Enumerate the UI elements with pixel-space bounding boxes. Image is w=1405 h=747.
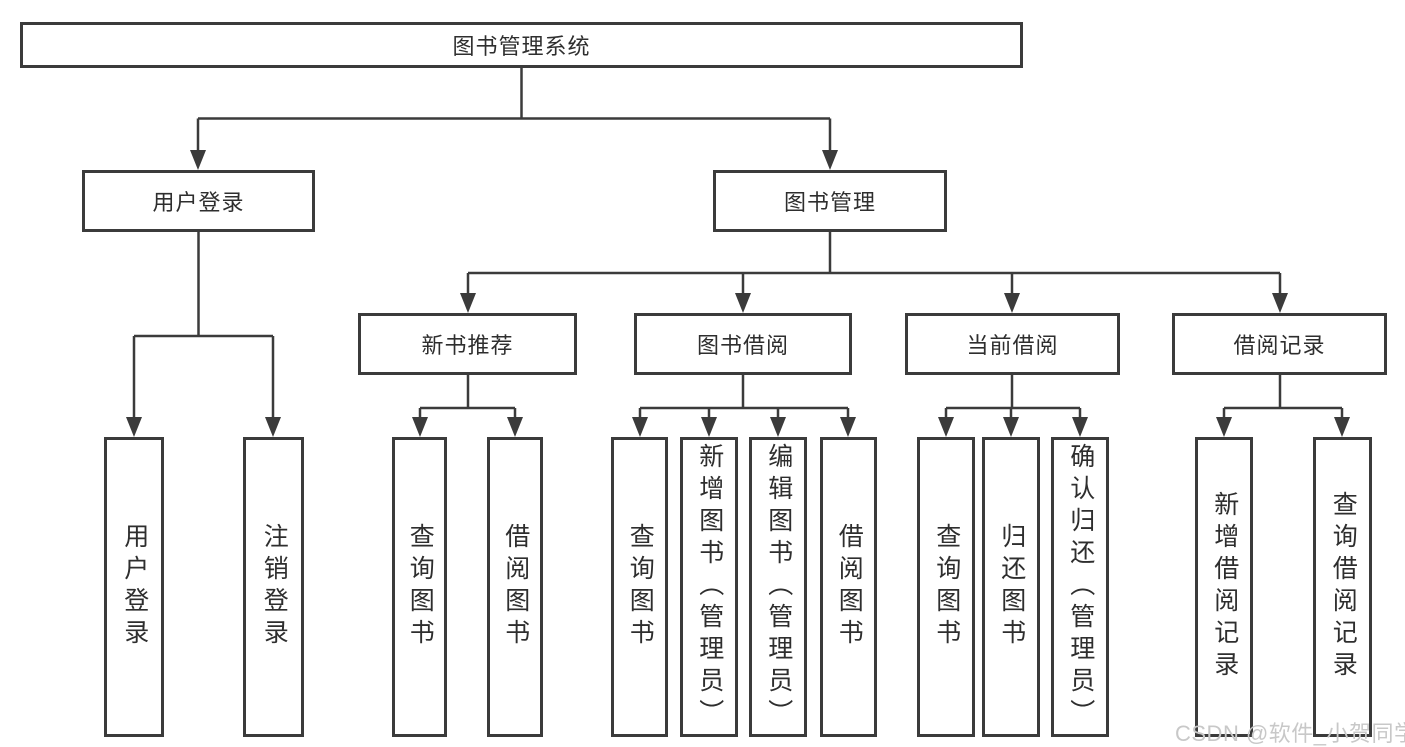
csdn-watermark: CSDN @软件_小贺同学 <box>1175 721 1405 746</box>
node-book-borrow-label: 图书借阅 <box>696 333 789 358</box>
node-borrow-records: 借阅记录 <box>1172 313 1387 375</box>
arrowhead-icon <box>460 293 476 313</box>
edge-current-borrow-to-leaves <box>938 375 1088 437</box>
node-book-management-label: 图书管理 <box>783 190 876 215</box>
leaf-return-books-label: 归还图书 <box>997 523 1026 651</box>
arrowhead-icon <box>1216 417 1232 437</box>
arrowhead-icon <box>126 417 142 437</box>
leaf-borrow-books-2-label: 借阅图书 <box>835 523 864 651</box>
arrowhead-icon <box>265 417 281 437</box>
leaf-query-books-1: 查询图书 <box>392 437 447 737</box>
leaf-logout: 注销登录 <box>243 437 304 737</box>
arrowhead-icon <box>938 417 954 437</box>
leaf-logout-label: 注销登录 <box>260 523 289 651</box>
arrowhead-icon <box>1004 293 1020 313</box>
leaf-confirm-return-admin: 确认归还（管理员） <box>1051 437 1109 737</box>
edge-root-to-level2 <box>190 68 838 170</box>
node-user-login: 用户登录 <box>82 170 315 232</box>
leaf-borrow-books-1-label: 借阅图书 <box>501 523 530 651</box>
leaf-confirm-return-admin-label: 确认归还（管理员） <box>1066 443 1095 731</box>
leaf-edit-books-admin-label: 编辑图书（管理员） <box>764 443 793 731</box>
node-book-management: 图书管理 <box>713 170 947 232</box>
leaf-add-books-admin: 新增图书（管理员） <box>680 437 738 737</box>
leaf-add-books-admin-label: 新增图书（管理员） <box>695 443 724 731</box>
node-new-book-recommend: 新书推荐 <box>358 313 577 375</box>
node-book-borrow: 图书借阅 <box>634 313 852 375</box>
arrowhead-icon <box>1003 417 1019 437</box>
leaf-query-books-3-label: 查询图书 <box>932 523 961 651</box>
leaf-borrow-books-2: 借阅图书 <box>820 437 877 737</box>
node-root: 图书管理系统 <box>20 22 1023 68</box>
leaf-query-borrow-record-label: 查询借阅记录 <box>1329 491 1358 683</box>
leaf-edit-books-admin: 编辑图书（管理员） <box>749 437 807 737</box>
leaf-add-borrow-record-label: 新增借阅记录 <box>1210 491 1239 683</box>
leaf-user-login-label: 用户登录 <box>120 523 149 651</box>
leaf-query-books-2-label: 查询图书 <box>626 523 655 651</box>
edge-borrow-records-to-leaves <box>1216 375 1350 437</box>
edge-user-login-to-leaves <box>126 232 281 437</box>
arrowhead-icon <box>735 293 751 313</box>
node-current-borrow: 当前借阅 <box>905 313 1120 375</box>
leaf-query-books-3: 查询图书 <box>917 437 975 737</box>
arrowhead-icon <box>1334 417 1350 437</box>
node-user-login-label: 用户登录 <box>152 190 245 215</box>
arrowhead-icon <box>770 417 786 437</box>
node-root-label: 图书管理系统 <box>452 34 591 59</box>
leaf-borrow-books-1: 借阅图书 <box>487 437 543 737</box>
node-new-book-recommend-label: 新书推荐 <box>421 333 514 358</box>
leaf-query-borrow-record: 查询借阅记录 <box>1313 437 1372 737</box>
arrowhead-icon <box>840 417 856 437</box>
edge-new-book-to-leaves <box>412 375 523 437</box>
arrowhead-icon <box>701 417 717 437</box>
arrowhead-icon <box>632 417 648 437</box>
arrowhead-icon <box>1072 417 1088 437</box>
edge-book-mgmt-to-level3 <box>460 232 1288 313</box>
arrowhead-icon <box>1272 293 1288 313</box>
leaf-query-books-2: 查询图书 <box>611 437 668 737</box>
arrowhead-icon <box>190 150 206 170</box>
edge-book-borrow-to-leaves <box>632 375 856 437</box>
node-current-borrow-label: 当前借阅 <box>966 333 1059 358</box>
leaf-query-books-1-label: 查询图书 <box>406 523 435 651</box>
arrowhead-icon <box>412 417 428 437</box>
arrowhead-icon <box>507 417 523 437</box>
leaf-add-borrow-record: 新增借阅记录 <box>1195 437 1253 737</box>
leaf-return-books: 归还图书 <box>982 437 1040 737</box>
node-borrow-records-label: 借阅记录 <box>1233 333 1326 358</box>
arrowhead-icon <box>822 150 838 170</box>
leaf-user-login: 用户登录 <box>104 437 164 737</box>
